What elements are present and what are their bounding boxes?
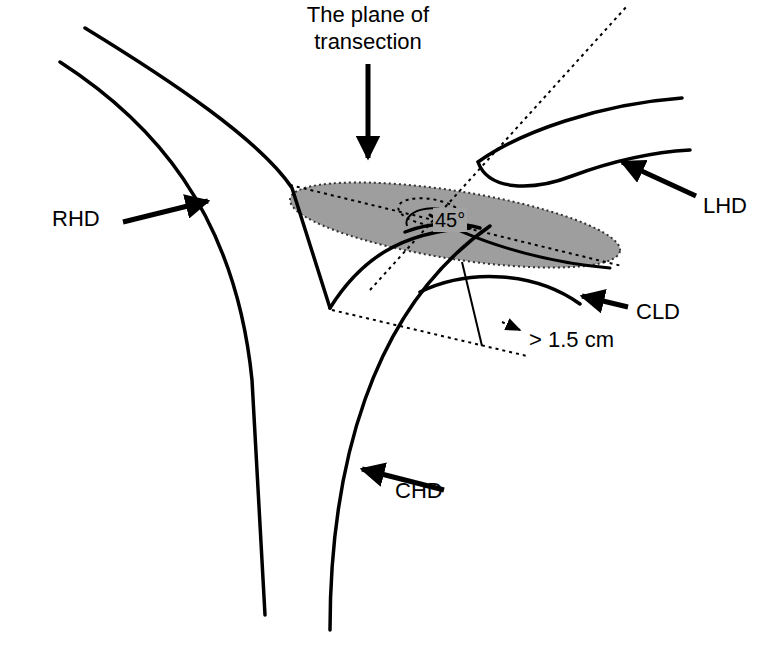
duct-label: CLD bbox=[636, 299, 680, 325]
transection-plane bbox=[285, 165, 626, 284]
duct-label: LHD bbox=[703, 193, 747, 219]
dimension-label: > 1.5 cm bbox=[527, 327, 616, 353]
construction-lines bbox=[290, 5, 628, 356]
leader-arrows bbox=[123, 64, 696, 490]
angle-label: 45° bbox=[433, 208, 467, 232]
angle-dimension bbox=[406, 208, 520, 346]
duct-label: RHD bbox=[52, 206, 100, 232]
duct-label: CHD bbox=[395, 478, 443, 504]
title-label: The plane of transection bbox=[283, 1, 453, 55]
duct-walls bbox=[60, 28, 690, 630]
